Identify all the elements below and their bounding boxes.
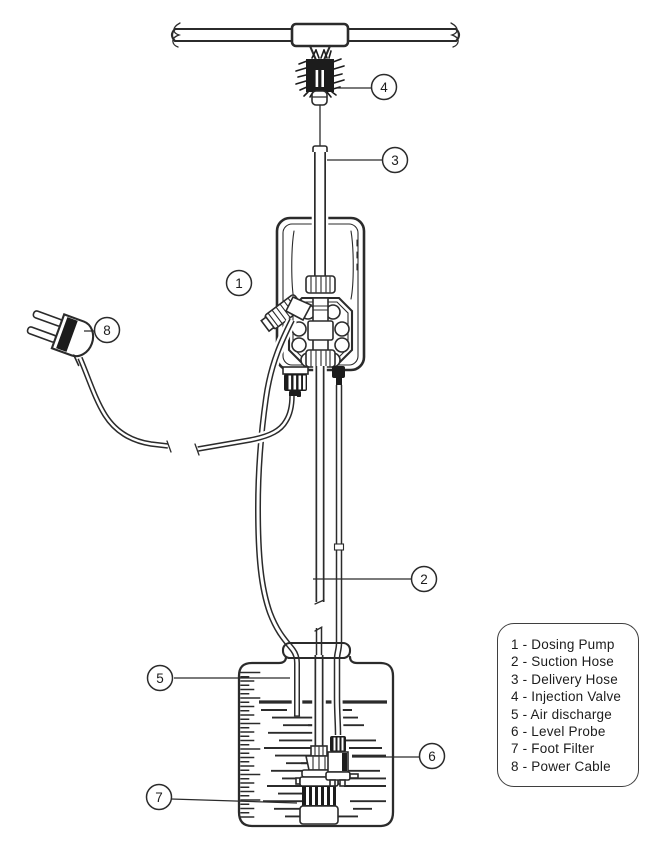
legend-item: 6 - Level Probe (511, 724, 606, 740)
pump-head-center-block (307, 320, 334, 341)
legend-box: 1 - Dosing Pump 2 - Suction Hose 3 - Del… (497, 623, 639, 787)
bottom-hose-collar (305, 349, 336, 368)
legend-item: 4 - Injection Valve (511, 689, 622, 705)
probe-cable-joint (333, 543, 345, 551)
pump-head (260, 275, 354, 397)
leader-lines (84, 87, 419, 804)
power-cable-gland (282, 366, 309, 397)
legend-item: 5 - Air discharge (511, 706, 612, 722)
plug-prong (26, 326, 58, 343)
bleed-valve-elbow (284, 295, 313, 322)
legend-item: 8 - Power Cable (511, 758, 611, 774)
legend-item: 1 - Dosing Pump (511, 637, 615, 652)
top-hose-collar (305, 275, 336, 294)
level-probe-drawing (325, 736, 359, 787)
injection-valve-body (306, 59, 334, 92)
legend-item: 7 - Foot Filter (511, 741, 595, 757)
tank-graduations (240, 671, 261, 818)
foot-filter-drawing (295, 745, 343, 825)
legend-item: 2 - Suction Hose (511, 654, 614, 670)
pipe-tee-fitting (290, 22, 350, 48)
callout-circles (93, 73, 446, 811)
legend-item: 3 - Delivery Hose (511, 671, 618, 687)
injection-valve-drawing (290, 22, 350, 156)
power-plug-drawing (26, 310, 95, 367)
probe-connector (332, 366, 345, 385)
plug-prong (32, 310, 64, 327)
tank-body-outline (237, 655, 395, 828)
leader-foot-filter (170, 798, 298, 804)
tank-lid-flange (281, 641, 352, 660)
valve-outlet-nipple (311, 90, 328, 106)
hose-breaks (166, 440, 352, 717)
